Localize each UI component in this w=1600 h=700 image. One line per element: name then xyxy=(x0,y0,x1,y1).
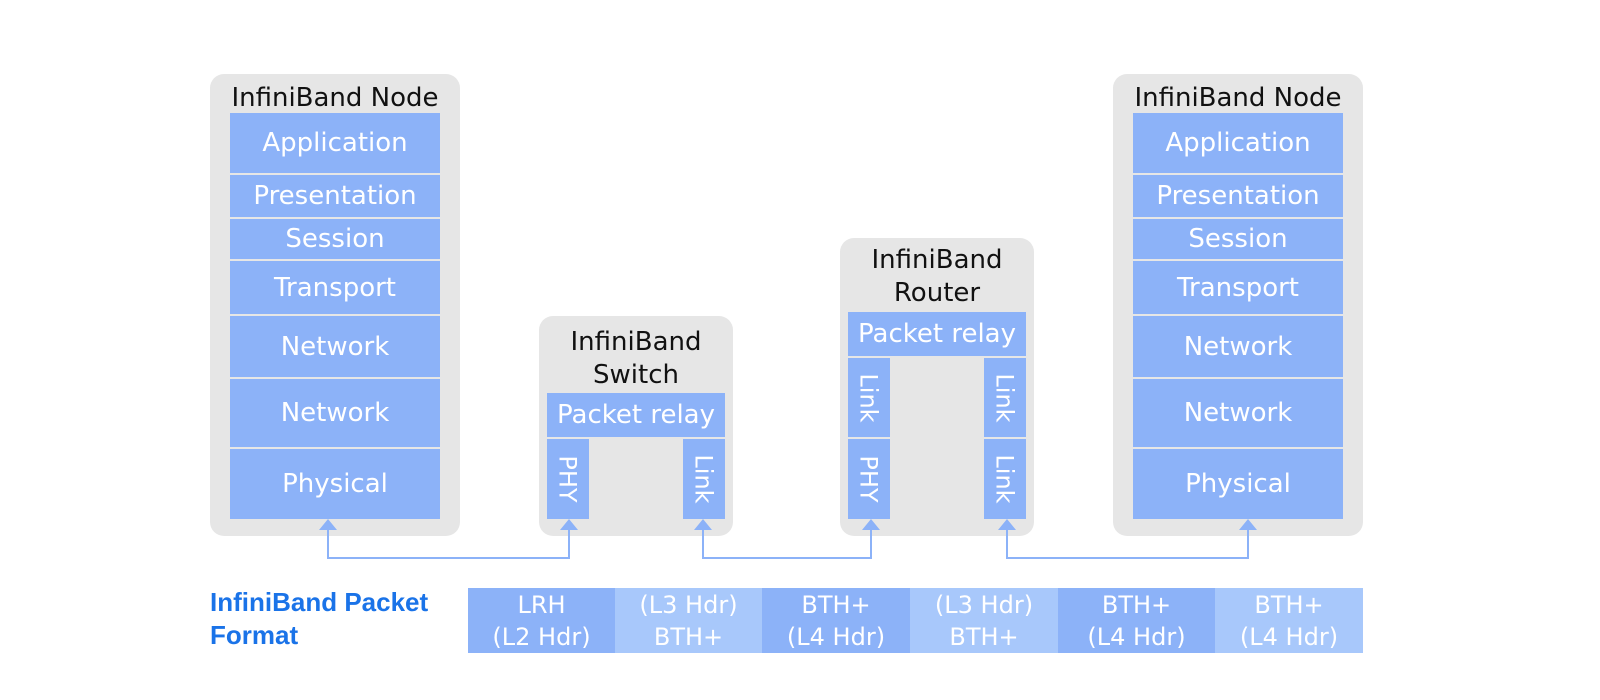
left-node-layer-network-2: Network xyxy=(230,379,440,447)
left-node-layer-physical: Physical xyxy=(230,449,440,519)
link-router-to-node xyxy=(1006,530,1249,559)
router-left-lower-phy: PHY xyxy=(848,439,890,519)
switch-title: InfiniBand Switch xyxy=(570,327,702,390)
switch-port-link: Link xyxy=(683,439,725,519)
packet-segment-lrh: LRH (L2 Hdr) xyxy=(468,588,615,653)
packet-segment-bth-l4-3: BTH+ (L4 Hdr) xyxy=(1215,588,1363,653)
right-node-layer-presentation: Presentation xyxy=(1133,175,1343,217)
arrowhead-router-link xyxy=(998,519,1016,530)
left-node-layer-application: Application xyxy=(230,113,440,173)
arrowhead-router-phy xyxy=(862,519,880,530)
right-node-layer-network-1: Network xyxy=(1133,316,1343,377)
right-node-layer-physical: Physical xyxy=(1133,449,1343,519)
router-left-upper-link: Link xyxy=(848,358,890,437)
right-node-layer-transport: Transport xyxy=(1133,261,1343,314)
switch-packet-relay: Packet relay xyxy=(547,393,725,437)
router-title: InfiniBand Router xyxy=(871,245,1003,308)
right-node-layer-session: Session xyxy=(1133,219,1343,259)
packet-segment-l3-bth-2: (L3 Hdr) BTH+ xyxy=(910,588,1058,653)
packet-segment-bth-l4-2: BTH+ (L4 Hdr) xyxy=(1058,588,1215,653)
packet-segment-bth-l4-1: BTH+ (L4 Hdr) xyxy=(762,588,910,653)
left-node-layer-network-1: Network xyxy=(230,316,440,377)
arrowhead-switch-phy xyxy=(560,519,578,530)
packet-segment-l3-bth-1: (L3 Hdr) BTH+ xyxy=(615,588,762,653)
arrowhead-left-node xyxy=(319,519,337,530)
right-node-layer-network-2: Network xyxy=(1133,379,1343,447)
left-node-title: InfiniBand Node xyxy=(231,83,439,113)
left-node-layer-presentation: Presentation xyxy=(230,175,440,217)
left-node-box: InfiniBand Node Application Presentation… xyxy=(210,74,460,536)
left-node-layer-transport: Transport xyxy=(230,261,440,314)
arrowhead-right-node xyxy=(1239,519,1257,530)
packet-format-label: InfiniBand Packet Format xyxy=(210,587,429,650)
right-node-layer-application: Application xyxy=(1133,113,1343,173)
router-right-upper-link: Link xyxy=(984,358,1026,437)
arrowhead-switch-link xyxy=(694,519,712,530)
switch-port-phy: PHY xyxy=(547,439,589,519)
link-node-to-switch xyxy=(327,530,570,559)
router-packet-relay: Packet relay xyxy=(848,312,1026,356)
router-box: InfiniBand Router Packet relay Link PHY … xyxy=(840,238,1034,536)
switch-box: InfiniBand Switch Packet relay PHY Link xyxy=(539,316,733,536)
right-node-box: InfiniBand Node Application Presentation… xyxy=(1113,74,1363,536)
left-node-layer-session: Session xyxy=(230,219,440,259)
router-right-lower-link: Link xyxy=(984,439,1026,519)
link-switch-to-router xyxy=(702,530,872,559)
right-node-title: InfiniBand Node xyxy=(1134,83,1342,113)
